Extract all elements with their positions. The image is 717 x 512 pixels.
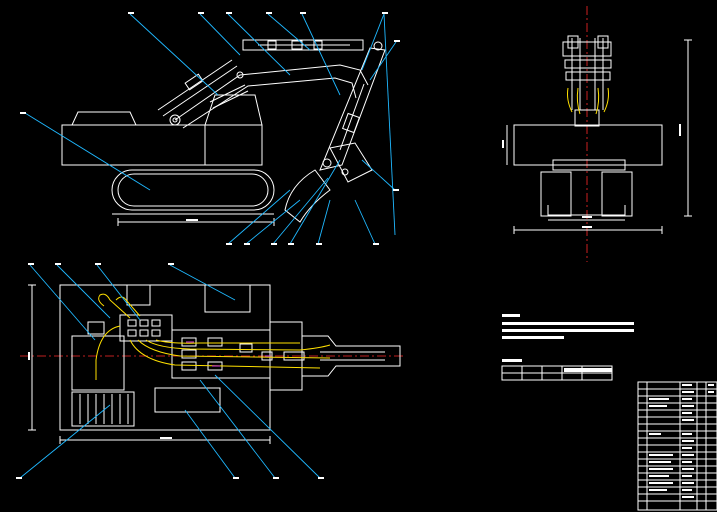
plan-leader-lines [19, 264, 321, 479]
operator-cab [204, 94, 263, 166]
engine-hood [71, 111, 137, 126]
notes-line-1 [502, 322, 634, 325]
title-block-entries [649, 384, 714, 498]
hose-accents [186, 341, 270, 367]
control-valve-block [119, 314, 173, 342]
track-left [540, 171, 572, 217]
boom-cylinder [157, 59, 233, 111]
engine-block [71, 335, 125, 391]
boom-arm-plan [302, 335, 401, 377]
bucket-jaw [284, 169, 331, 223]
track-right [601, 171, 633, 217]
body-end-outline [513, 124, 663, 166]
title-block [637, 381, 717, 511]
fuel-tank [154, 387, 221, 413]
stick-arm [319, 47, 386, 171]
crawler-track-inner [117, 173, 269, 207]
spec-heading [502, 359, 522, 362]
hydraulic-hoses [95, 293, 331, 380]
end-elevation-view [502, 6, 692, 262]
notes-line-3 [502, 336, 564, 339]
side-leader-tags [20, 12, 400, 245]
side-elevation-view [20, 12, 400, 245]
title-block-frame [637, 381, 717, 511]
plan-leader-tags [16, 263, 324, 479]
technical-notes [501, 314, 634, 381]
crawler-track [111, 169, 275, 211]
notes-heading [502, 314, 520, 317]
boom-arm [174, 64, 369, 121]
notes-line-2 [502, 329, 634, 332]
side-leader-lines [24, 13, 397, 245]
plan-view [16, 263, 405, 479]
arm-cylinder [242, 39, 364, 51]
radiator-grille [71, 391, 135, 427]
